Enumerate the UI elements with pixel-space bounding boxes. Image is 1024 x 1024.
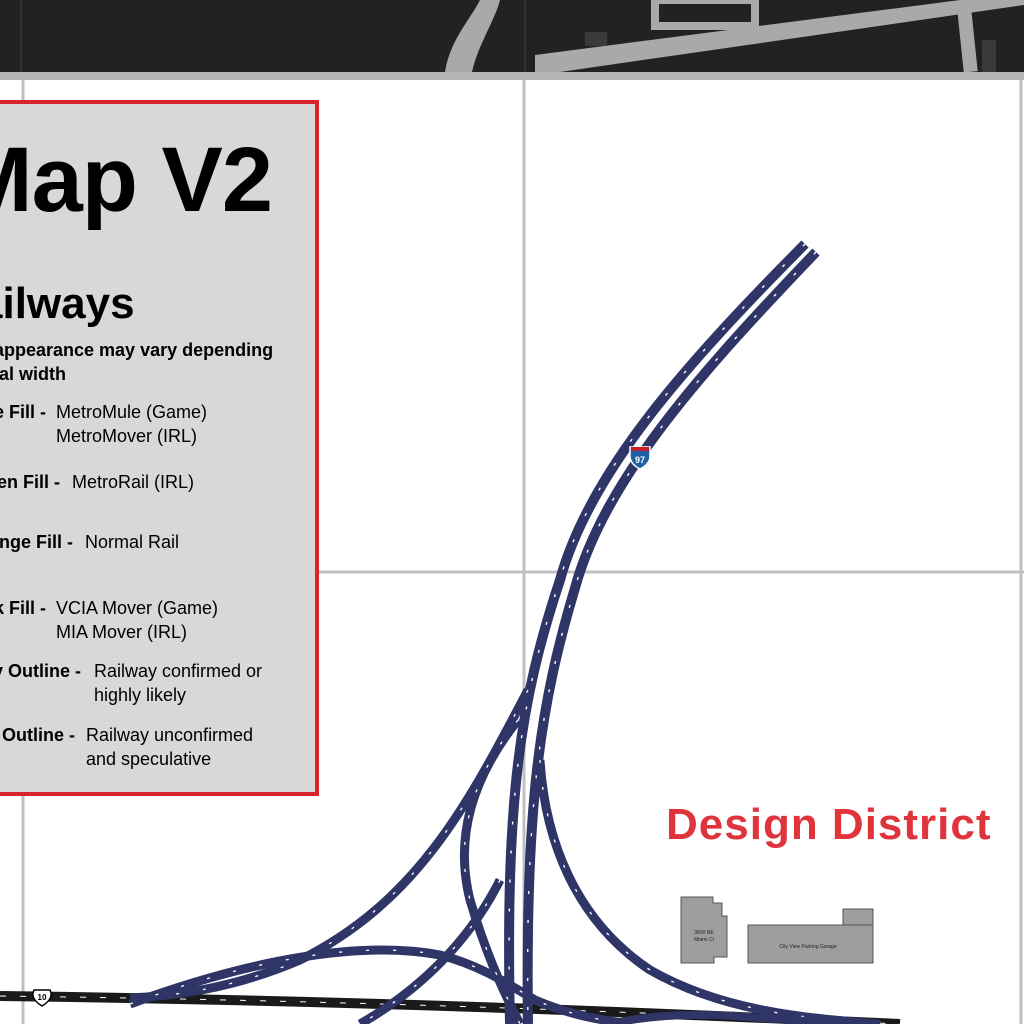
highway-ramp-east-lower xyxy=(609,1010,861,1024)
building-city-view-parking-garage[interactable]: City View Parking Garage xyxy=(747,908,874,964)
highway-main-left xyxy=(504,240,809,1024)
svg-text:97: 97 xyxy=(635,455,645,465)
top-map-strip xyxy=(0,0,1024,80)
highway-ramp-south-west xyxy=(357,877,505,1024)
building-label: 3800 NE xyxy=(694,930,714,936)
svg-text:10: 10 xyxy=(38,993,47,1002)
legend-section-heading: ailways xyxy=(0,279,135,328)
legend-panel: Map V2 ailways th appearance may vary de… xyxy=(0,100,319,796)
building-3800-ne-miami-ct[interactable]: 3800 NE Miami Ct xyxy=(680,896,728,964)
district-label-design-district: Design District xyxy=(666,800,992,849)
interstate-shield-icon[interactable]: 97 xyxy=(629,446,651,470)
us-route-shield-icon[interactable]: 10 xyxy=(32,989,52,1007)
highway-loop-left xyxy=(459,717,525,1024)
highway-ramp-west-lower xyxy=(128,945,631,1024)
building-label: City View Parking Garage xyxy=(779,944,836,950)
highway-main-right xyxy=(522,248,820,1024)
legend-title: Map V2 xyxy=(0,129,273,231)
legend-note: th appearance may vary depending ctual w… xyxy=(0,340,274,384)
building-label: Miami Ct xyxy=(694,937,714,943)
highway-interchange xyxy=(128,240,881,1024)
